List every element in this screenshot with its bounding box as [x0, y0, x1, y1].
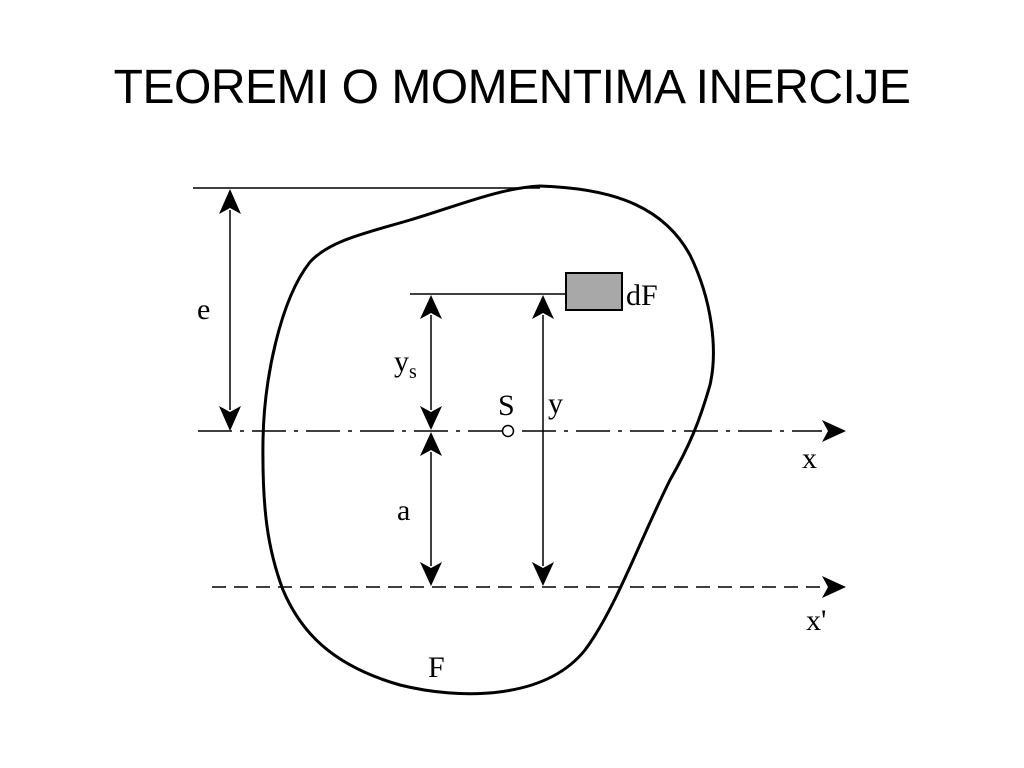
area-outline [261, 184, 715, 696]
label-S: S [498, 389, 515, 422]
label-a: a [397, 494, 410, 527]
label-e: e [197, 293, 210, 326]
a-arrow-top [420, 432, 442, 456]
label-ys: ys [394, 345, 417, 383]
label-x: x [802, 442, 817, 475]
centroid-marker [501, 424, 515, 438]
y-arrow-bottom [532, 562, 554, 586]
ys-arrow-bottom [420, 406, 442, 430]
label-x-prime: x' [806, 604, 826, 637]
label-F: F [428, 651, 445, 684]
area-element-dF [565, 272, 623, 311]
y-arrow-top [532, 295, 554, 319]
slide-title: TEOREMI O MOMENTIMA INERCIJE [113, 61, 911, 114]
label-y: y [548, 387, 563, 420]
label-dF: dF [626, 279, 658, 312]
ys-arrow-top [420, 295, 442, 319]
x-prime-axis-arrowhead [822, 576, 846, 598]
e-arrow-top [219, 189, 241, 214]
e-arrow-bottom [219, 406, 241, 431]
label-ys-sub: s [409, 361, 417, 383]
a-arrow-bottom [420, 562, 442, 586]
label-ys-main: y [394, 345, 409, 378]
x-axis-arrowhead [822, 420, 846, 442]
